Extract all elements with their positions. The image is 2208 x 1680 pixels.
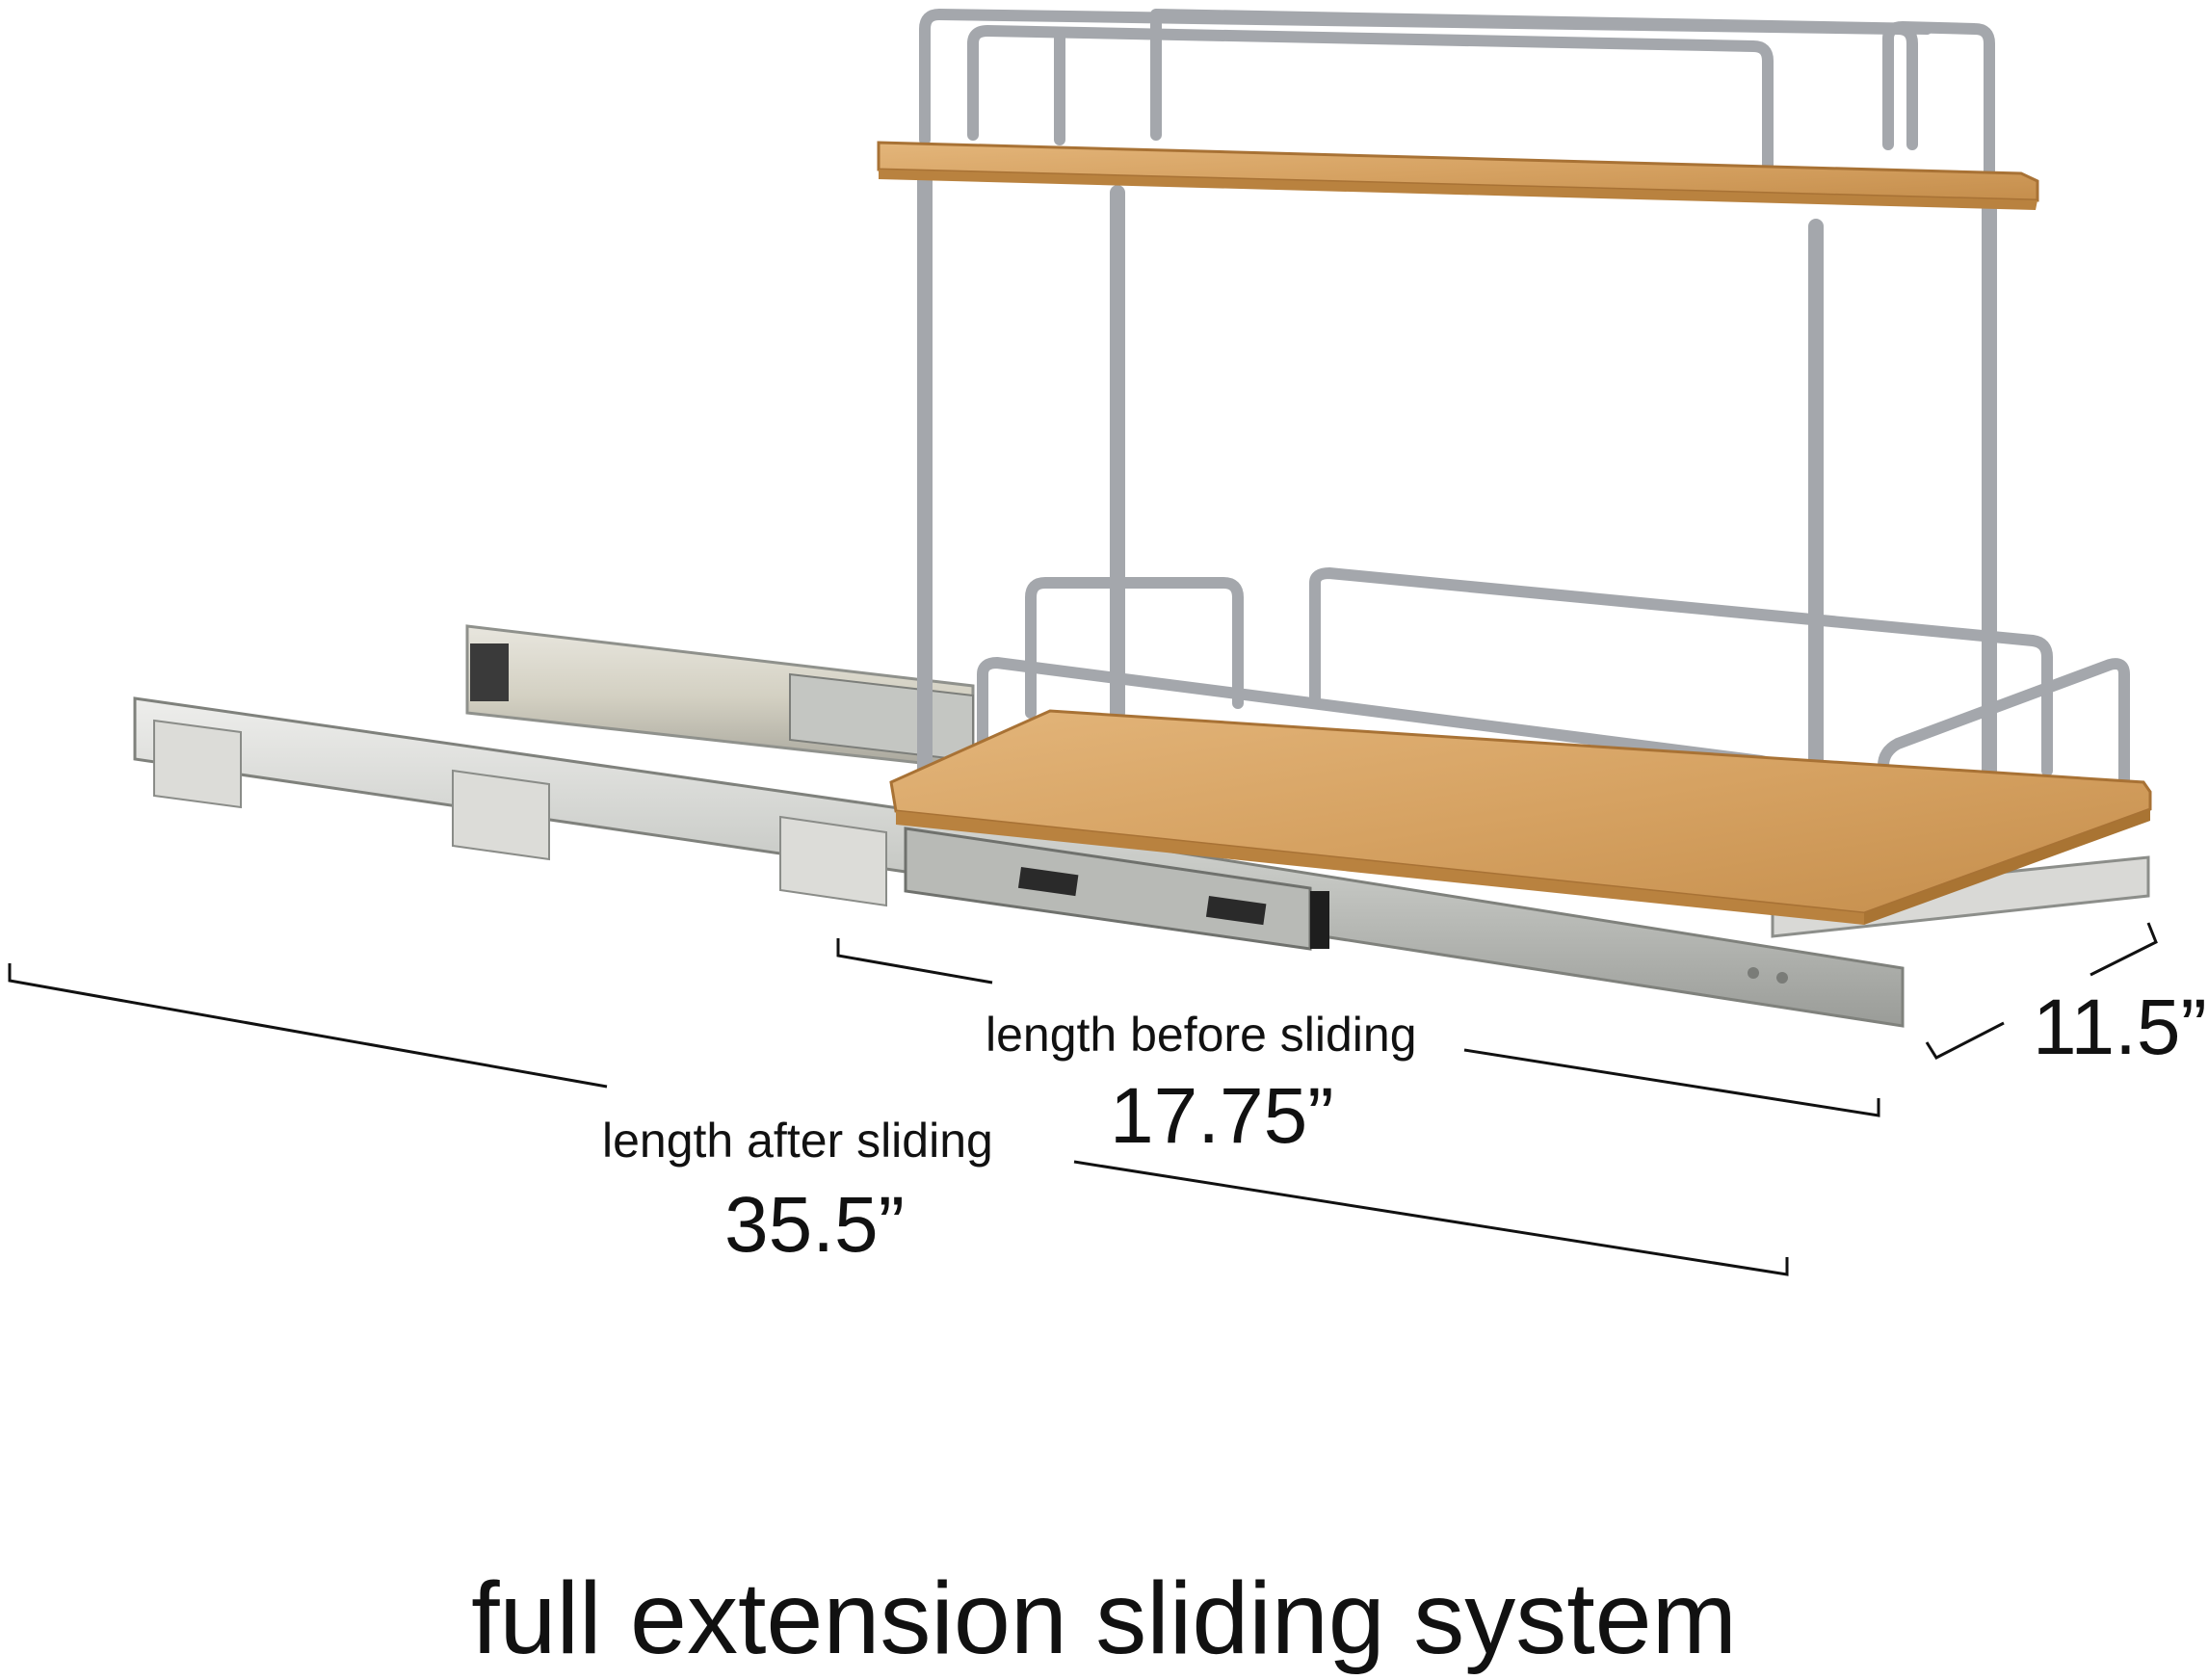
top-guard-rails	[919, 9, 1995, 184]
back-slide-rail	[465, 624, 975, 771]
length-before-value: 17.75”	[1110, 1072, 1334, 1160]
top-shelf	[877, 141, 2039, 210]
dimension-lines	[8, 922, 2158, 1276]
front-slide-rail	[133, 696, 1905, 1028]
caption: full extension sliding system	[471, 1562, 1737, 1675]
length-before-label: length before sliding	[986, 1008, 1417, 1062]
width-value: 11.5”	[2033, 984, 2207, 1071]
length-after-value: 35.5”	[724, 1181, 905, 1269]
length-after-label: length after sliding	[602, 1114, 993, 1168]
bottom-shelf	[889, 709, 2152, 925]
